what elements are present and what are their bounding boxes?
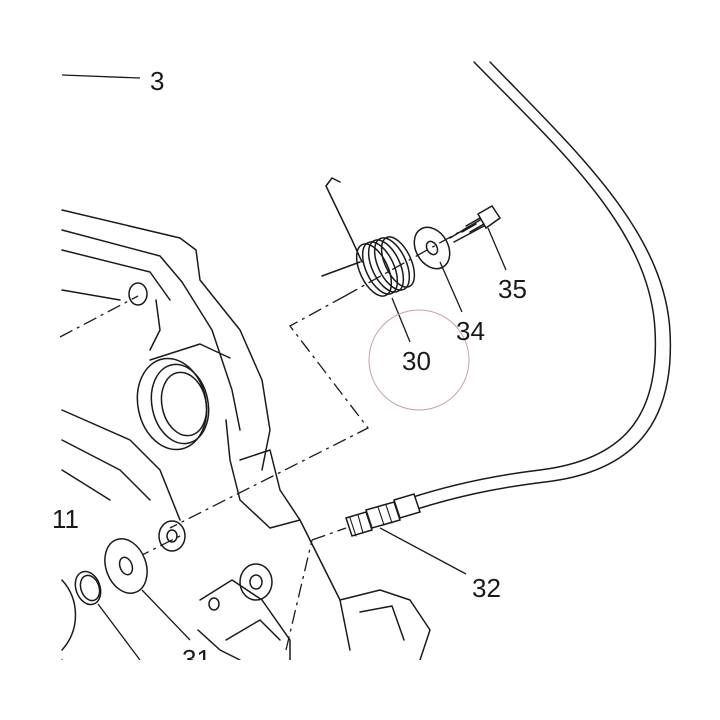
washer-34 — [413, 226, 451, 270]
circlip — [74, 570, 102, 606]
torsion-spring — [321, 177, 416, 297]
pivot-holes — [128, 282, 273, 611]
callout-3: 3 — [150, 66, 164, 96]
highlight-circle — [368, 309, 470, 411]
screw-35 — [449, 205, 502, 243]
callout-leaders — [97, 227, 507, 661]
callout-11: 11 — [52, 504, 79, 534]
leader-3 — [61, 74, 141, 79]
callout-35: 35 — [498, 274, 527, 304]
cable-end-fitting — [345, 493, 421, 537]
callout-32: 32 — [472, 573, 501, 603]
callout-34: 34 — [456, 316, 485, 346]
crop-mask — [0, 660, 720, 720]
bearing-boss — [136, 343, 231, 451]
lever-body — [61, 209, 431, 669]
control-cable — [409, 61, 672, 511]
washer-31 — [104, 538, 148, 594]
callout-30: 30 — [402, 346, 431, 376]
